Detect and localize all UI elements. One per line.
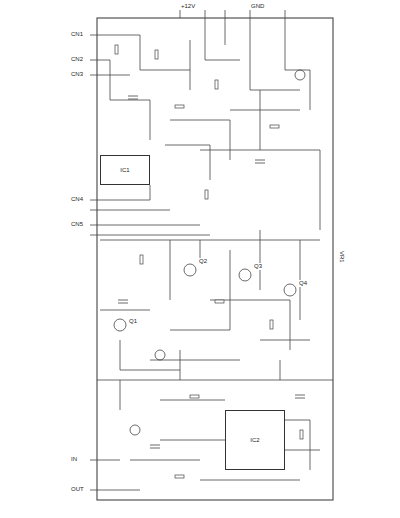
signal-label: OUT — [70, 486, 85, 493]
resistor-symbol — [205, 190, 208, 199]
signal-label: Q2 — [198, 258, 208, 265]
signal-label: Q4 — [298, 280, 308, 287]
signal-label: CN3 — [70, 71, 84, 78]
transistor-symbol — [130, 425, 140, 435]
resistor-symbol — [175, 475, 184, 478]
ic-package: IC2 — [225, 410, 285, 470]
signal-label: Q1 — [128, 318, 138, 325]
mid-wires — [150, 90, 320, 230]
amp-wires — [100, 230, 320, 350]
wiring — [90, 10, 333, 500]
signal-label: CN2 — [70, 56, 84, 63]
transistor-symbol — [239, 269, 251, 281]
signal-label: +12V — [180, 3, 196, 10]
resistor-symbol — [175, 105, 184, 108]
resistor-symbol — [300, 430, 303, 439]
capacitor-symbol — [118, 96, 305, 448]
resistor-symbol — [270, 320, 273, 329]
top-pins — [180, 10, 285, 18]
part-name: IC2 — [250, 437, 259, 444]
signal-label: CN4 — [70, 196, 84, 203]
resistor-symbol — [140, 255, 143, 264]
ic-package: IC1 — [100, 155, 150, 185]
resistor-symbol — [215, 80, 218, 89]
resistor-symbol — [115, 45, 118, 54]
lower-wires — [100, 310, 310, 380]
transistor-symbol — [284, 284, 296, 296]
resistors — [115, 45, 303, 478]
transistor-symbol — [295, 70, 305, 80]
resistor-symbol — [270, 125, 279, 128]
signal-label: CN1 — [70, 31, 84, 38]
resistor-symbol — [215, 300, 224, 303]
top-wires — [140, 18, 310, 110]
signal-label: VR1 — [338, 250, 345, 264]
transistor-symbol — [155, 350, 165, 360]
signal-label: IN — [70, 456, 78, 463]
board-outline — [97, 18, 333, 500]
signal-label: Q3 — [253, 263, 263, 270]
transistor-symbol — [114, 319, 126, 331]
signal-label: GND — [250, 3, 265, 10]
part-name: IC1 — [120, 167, 129, 174]
capacitors — [118, 96, 305, 448]
signal-label: CN5 — [70, 221, 84, 228]
resistor-symbol — [155, 50, 158, 59]
transistor-symbol — [184, 264, 196, 276]
resistor-symbol — [190, 395, 199, 398]
